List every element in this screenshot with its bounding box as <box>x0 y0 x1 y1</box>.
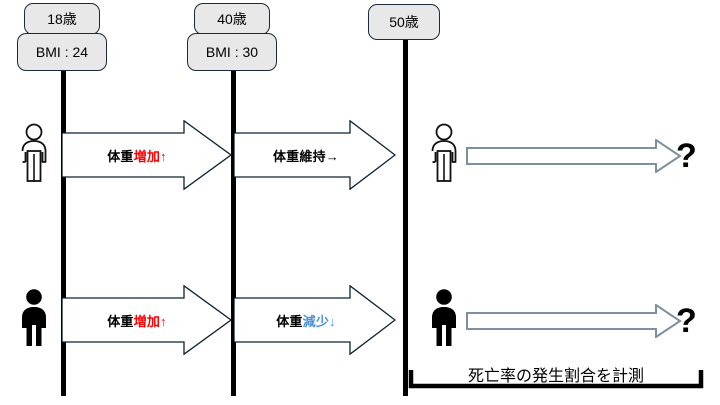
age-label-18: 18歳 <box>24 3 100 35</box>
outcome-arrow-bottom <box>466 304 682 338</box>
outcome-arrow-top <box>466 139 682 173</box>
outcome-unknown-top: ? <box>676 137 697 175</box>
timeline-axis-age-40 <box>231 68 236 396</box>
age-label-50: 50歳 <box>368 4 440 40</box>
weight-change-arrow-4 <box>234 285 396 355</box>
age-label-40: 40歳 <box>194 3 270 35</box>
person-outline-icon <box>431 123 457 182</box>
weight-change-arrow-3 <box>62 285 232 355</box>
weight-change-arrow-2 <box>234 120 396 190</box>
person-filled-icon <box>22 289 46 346</box>
person-filled-icon <box>432 289 456 346</box>
bmi-label-18: BMI : 24 <box>17 33 107 71</box>
weight-change-arrow-1 <box>62 120 232 190</box>
bmi-label-40: BMI : 30 <box>187 33 277 71</box>
measurement-bracket-icon <box>408 370 704 389</box>
person-outline-icon <box>21 123 47 182</box>
outcome-unknown-bottom: ? <box>676 302 697 340</box>
timeline-axis-age-18 <box>61 68 66 396</box>
timeline-axis-age-50 <box>403 40 408 396</box>
measurement-caption: 死亡率の発生割合を計測 <box>467 368 644 385</box>
